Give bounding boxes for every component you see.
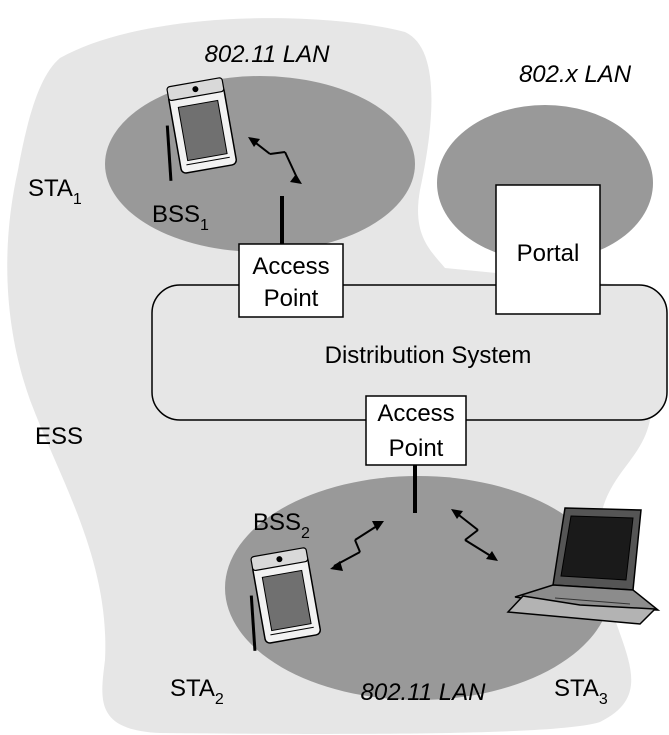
access-point-bottom-label-line2: Point [389, 435, 444, 462]
sta2-label: STA2 [170, 675, 224, 708]
wireless-link-icon [451, 509, 498, 561]
wireless-link-icon [248, 137, 302, 184]
sta1-label-text: STA [28, 175, 73, 202]
lan-bottom-label: 802.11 LAN [361, 679, 487, 706]
access-point-bottom-label-line1: Access [377, 400, 454, 427]
bss2-label: BSS2 [253, 509, 310, 542]
sta3-label-text: STA [554, 675, 599, 702]
access-point-top-label-line1: Access [252, 253, 329, 280]
bss1-label-text: BSS [152, 201, 200, 228]
lan-right-label: 802.x LAN [519, 61, 632, 88]
sta3-label-sub: 3 [599, 691, 608, 708]
wireless-link-icon [330, 521, 384, 571]
access-point-top-box [238, 243, 344, 318]
ess-label: ESS [35, 423, 83, 450]
sta2-label-text: STA [170, 675, 215, 702]
sta1-label: STA1 [28, 175, 82, 208]
pda-icon [249, 547, 321, 651]
portal-label: Portal [517, 240, 580, 267]
access-point-top-label-line2: Point [264, 285, 319, 312]
bss2-label-sub: 2 [301, 525, 310, 542]
bss1-label-sub: 1 [200, 217, 209, 234]
bss2-label-text: BSS [253, 509, 301, 536]
sta3-label: STA3 [554, 675, 608, 708]
laptop-icon [506, 507, 661, 625]
sta1-label-sub: 1 [73, 191, 82, 208]
access-point-bottom-box [365, 395, 467, 466]
portal-box [495, 184, 601, 315]
sta2-label-sub: 2 [215, 691, 224, 708]
bss1-label: BSS1 [152, 201, 209, 234]
pda-icon [165, 77, 237, 181]
lan-top-label: 802.11 LAN [205, 41, 331, 68]
distribution-system-label: Distribution System [325, 342, 532, 369]
bss2-area [225, 476, 611, 700]
